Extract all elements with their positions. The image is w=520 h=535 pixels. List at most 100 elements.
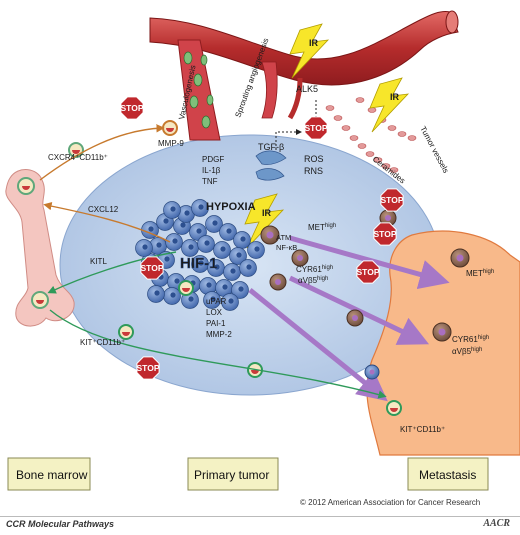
label-avb5-meta: αVβ5high: [452, 347, 482, 356]
arrow-cxcr4-to-mmp9: [39, 124, 165, 181]
stop-sign-label: STOP: [374, 229, 397, 239]
label-kitl: KITL: [90, 257, 107, 266]
label-avb5-center-sup: high: [317, 276, 328, 282]
tumor-cell-nucleus: [180, 222, 186, 228]
label-met-meta-sup: high: [483, 269, 494, 275]
label-il1b: IL-1β: [202, 166, 221, 175]
tumor-cell-nucleus: [148, 226, 154, 232]
primary-tumor-label: Primary tumor: [194, 468, 269, 482]
stop-sign-icon: [380, 188, 404, 212]
label-met-center-sup: high: [325, 223, 336, 229]
label-cxcl12: CXCL12: [88, 205, 119, 214]
label-ros: ROS: [304, 154, 324, 164]
tumor-cell-nucleus: [184, 210, 190, 216]
label-lox: LOX: [206, 308, 223, 317]
stromal-cell-2: [255, 168, 285, 181]
arrow-kit-to-metastasis: [248, 288, 388, 402]
label-cyr61-center: CYR61high: [296, 265, 333, 274]
label-tnf: TNF: [202, 177, 218, 186]
bone-shape: [5, 169, 75, 327]
label-upar: uPAR: [206, 297, 227, 306]
tumor-cell-cluster: [135, 199, 265, 311]
label-avb5-center-main: αVβ5: [298, 276, 318, 285]
migrating-cells: [260, 209, 470, 380]
tumor-cell-nucleus: [236, 252, 242, 258]
arrow-met-to-metastasis: [289, 235, 450, 290]
label-cyr61-center-sup: high: [322, 265, 333, 271]
label-pai1: PAI-1: [206, 319, 226, 328]
label-pdgf: PDGF: [202, 155, 224, 164]
stop-sign-label: STOP: [141, 263, 164, 273]
tumor-cell-nucleus: [164, 256, 170, 262]
label-met-meta: METhigh: [466, 269, 494, 278]
metastasis-label: Metastasis: [419, 468, 476, 482]
bone-marrow-box: [7, 457, 91, 491]
tumor-cell-nucleus: [142, 244, 148, 250]
stop-sign-label: STOP: [357, 267, 380, 277]
tumor-cell-nucleus: [240, 236, 246, 242]
label-atm: ATM: [276, 233, 291, 242]
tumor-cell-nucleus: [188, 296, 194, 302]
footer-bar: CCR Molecular Pathways AACR: [0, 516, 520, 535]
label-tgfb: TGF-β: [258, 142, 284, 152]
sprouting-vessel: [261, 61, 278, 119]
label-avb5-center: αVβ5high: [298, 276, 328, 285]
stop-sign-label: STOP: [381, 195, 404, 205]
tumor-cell-nucleus: [198, 260, 204, 266]
tumor-cell-nucleus: [198, 204, 204, 210]
arrow-kitl: [47, 251, 177, 294]
tumor-cell-nucleus: [226, 228, 232, 234]
tumor-cell-nucleus: [174, 278, 180, 284]
bone-marrow-cells: [17, 120, 402, 416]
label-cyr61-meta: CYR61high: [452, 335, 489, 344]
label-ir-center: IR: [262, 208, 272, 218]
tumor-cell-nucleus: [188, 244, 194, 250]
label-cyr61-center-main: CYR61: [296, 265, 322, 274]
stop-sign-icon: [140, 256, 164, 280]
alk5-dashed-arrow: [275, 129, 302, 150]
label-met-center-main: MET: [308, 223, 325, 232]
label-cyr61-meta-sup: high: [478, 335, 489, 341]
stop-sign-label: STOP: [305, 123, 328, 133]
endothelial-cells: [183, 51, 214, 129]
aacr-logo: AACR: [483, 518, 510, 529]
tumor-cell-nucleus: [212, 220, 218, 226]
stop-signs: STOP STOP STOP STOP STOP STOP STOP: [120, 96, 404, 380]
label-ir-right: IR: [390, 92, 400, 102]
stop-sign-icon: [304, 116, 328, 140]
arrow-bone-to-metastasis: [49, 309, 387, 399]
label-cxcr4: CXCR4⁺CD11b⁺: [48, 153, 108, 162]
stop-sign-icon: [120, 96, 144, 120]
label-cyr61-meta-main: CYR61: [452, 335, 478, 344]
tumor-cell-nucleus: [170, 292, 176, 298]
stop-sign-icon: [136, 356, 160, 380]
stop-sign-label: STOP: [121, 103, 144, 113]
label-tumor-vessels: Tumor vessels: [418, 125, 450, 175]
tumor-cell-nucleus: [214, 264, 220, 270]
label-met-meta-main: MET: [466, 269, 483, 278]
label-kit-cd11b-right: KIT⁺CD11b⁺: [400, 425, 445, 434]
vasculogenesis-vessel: [177, 39, 221, 141]
label-mmp9: MMP-9: [158, 139, 184, 148]
tumor-cell-nucleus: [228, 298, 234, 304]
label-mmp2: MMP-2: [206, 330, 232, 339]
vessel-end: [445, 10, 459, 34]
stop-sign-icon: [373, 222, 397, 246]
label-hif1: HIF-1: [180, 255, 218, 272]
tumor-cell-nucleus: [230, 268, 236, 274]
label-kit-cd11b-left: KIT⁺CD11b⁺: [80, 338, 125, 347]
tumor-cell-nucleus: [220, 246, 226, 252]
sprouting-vessel-2: [287, 77, 303, 120]
lightning-right-icon: [369, 77, 410, 133]
tumor-vessel-chain: [325, 97, 417, 173]
label-nfkb: NF-κB: [276, 243, 297, 252]
stop-sign-icon: [356, 260, 380, 284]
tumor-cell-nucleus: [204, 240, 210, 246]
stop-sign-label: STOP: [137, 363, 160, 373]
lightning-top-icon: [289, 23, 330, 79]
copyright-text: © 2012 American Association for Cancer R…: [300, 498, 481, 507]
tumor-cell-nucleus: [172, 238, 178, 244]
label-avb5-meta-sup: high: [471, 347, 482, 353]
